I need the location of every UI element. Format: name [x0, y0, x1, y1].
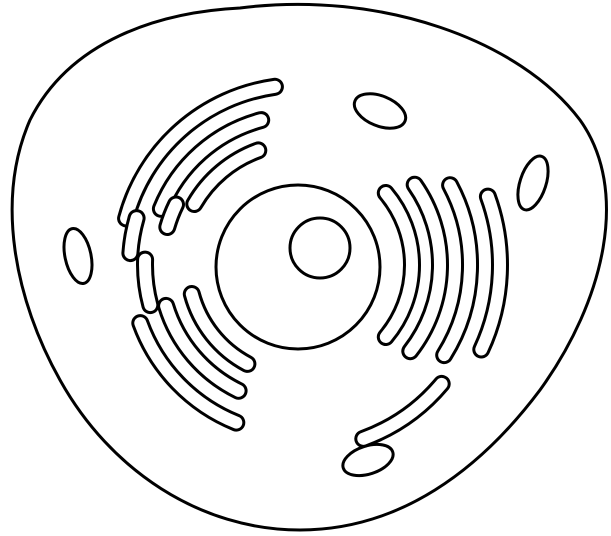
er-cisterna-lumen-8 — [145, 260, 150, 306]
nucleolus — [290, 218, 350, 278]
er-cisterna-lumen-3 — [130, 218, 136, 253]
